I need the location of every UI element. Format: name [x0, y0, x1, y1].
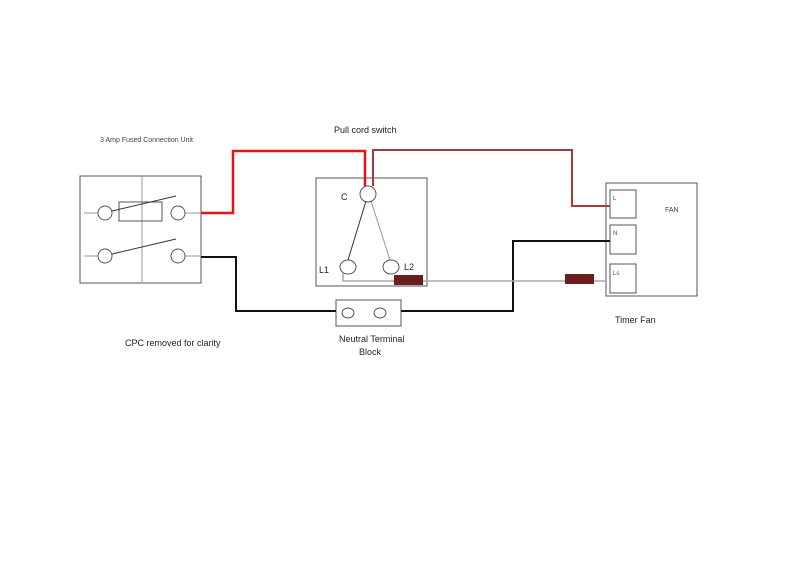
switch-contact-neutral — [111, 238, 177, 255]
terminal-l2-label: L2 — [404, 262, 414, 272]
live-wire — [201, 149, 367, 215]
terminal-l1 — [339, 259, 357, 275]
switch-contact-live — [111, 195, 177, 212]
timer-fan-unit — [605, 182, 698, 297]
terminal-l2 — [382, 259, 400, 275]
sleeve-marker-switch — [394, 275, 423, 285]
fcu-terminal-live-in — [97, 205, 113, 221]
neutral-block-label-1: Neutral Terminal — [339, 334, 404, 344]
neutral-terminal-block — [335, 299, 402, 327]
neutral-wire-fcu — [201, 256, 336, 312]
fan-terminal-ls — [609, 263, 637, 294]
terminal-c — [359, 185, 377, 203]
fuse-icon — [118, 201, 163, 222]
fan-terminal-ls-label: Ls — [613, 271, 619, 277]
fan-terminal-n — [609, 224, 637, 255]
fcu-title: 3 Amp Fused Connection Unit — [100, 137, 193, 144]
terminal-l1-label: L1 — [319, 265, 329, 275]
fcu-terminal-neutral-in — [97, 248, 113, 264]
fan-label: FAN — [665, 207, 679, 214]
pull-cord-switch — [315, 177, 428, 287]
fcu-terminal-neutral-out — [170, 248, 186, 264]
switched-live-wire — [372, 149, 610, 207]
switch-title: Pull cord switch — [334, 125, 397, 135]
fan-terminal-l-label: L — [613, 196, 617, 202]
neutral-block-label-2: Block — [359, 347, 382, 357]
switched-line-wire — [342, 273, 605, 282]
fan-terminal-n-label: N — [613, 231, 617, 237]
sleeve-marker-fan — [565, 274, 594, 284]
cpc-note: CPC removed for clarity — [125, 338, 221, 348]
neutral-wire-fan — [401, 240, 610, 312]
fcu-terminal-live-out — [170, 205, 186, 221]
fused-connection-unit — [79, 175, 202, 284]
fan-terminal-l — [609, 189, 637, 219]
terminal-c-label: C — [341, 192, 348, 202]
timer-fan-label: Timer Fan — [615, 315, 656, 325]
